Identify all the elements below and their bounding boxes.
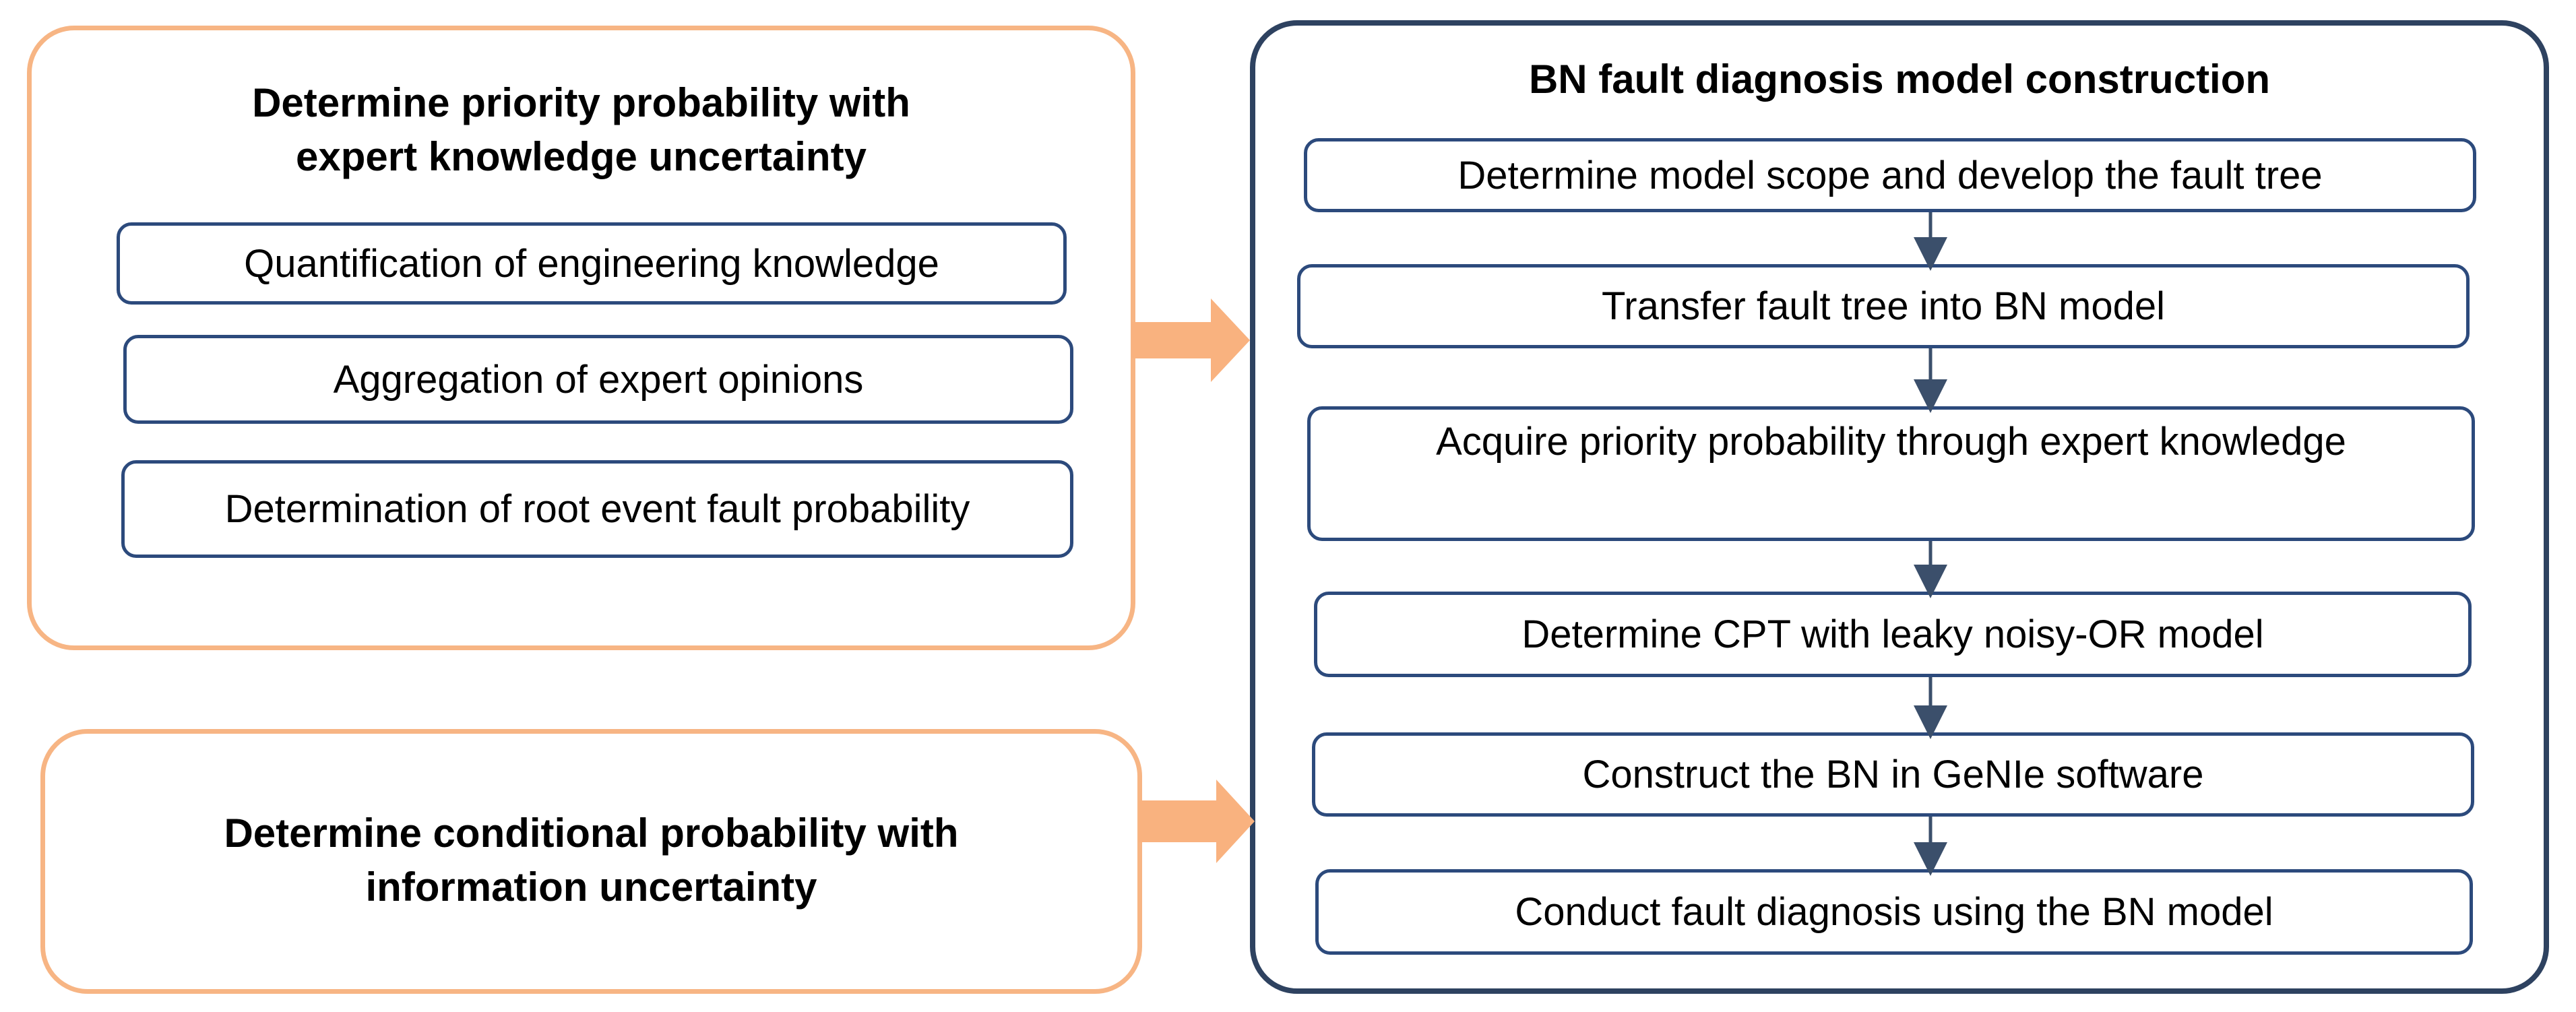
step-acquire-priority-box: Acquire priority probability through exp… <box>1307 406 2475 541</box>
conditional-probability-title-line2: information uncertainty <box>365 864 817 910</box>
step-determine-cpt-box: Determine CPT with leaky noisy-OR model <box>1314 592 2472 677</box>
step-transfer-fault-tree-box: Transfer fault tree into BN model <box>1297 264 2470 348</box>
conditional-to-bn-arrow <box>1139 780 1255 863</box>
step-construct-bn-box: Construct the BN in GeNIe software <box>1312 732 2474 817</box>
quantification-box: Quantification of engineering knowledge <box>117 222 1067 305</box>
conditional-probability-panel: Determine conditional probability with i… <box>40 729 1142 994</box>
conditional-probability-title-line1: Determine conditional probability with <box>224 811 959 856</box>
aggregation-box: Aggregation of expert opinions <box>123 335 1073 424</box>
priority-probability-title-line1: Determine priority probability with <box>252 80 910 125</box>
step-fault-diagnosis-box: Conduct fault diagnosis using the BN mod… <box>1315 869 2473 955</box>
bn-construction-title: BN fault diagnosis model construction <box>1528 57 2271 102</box>
priority-to-bn-arrow <box>1132 298 1250 382</box>
root-event-probability-box: Determination of root event fault probab… <box>121 460 1073 558</box>
priority-probability-title-line2: expert knowledge uncertainty <box>296 134 867 179</box>
step-model-scope-box: Determine model scope and develop the fa… <box>1304 138 2476 212</box>
